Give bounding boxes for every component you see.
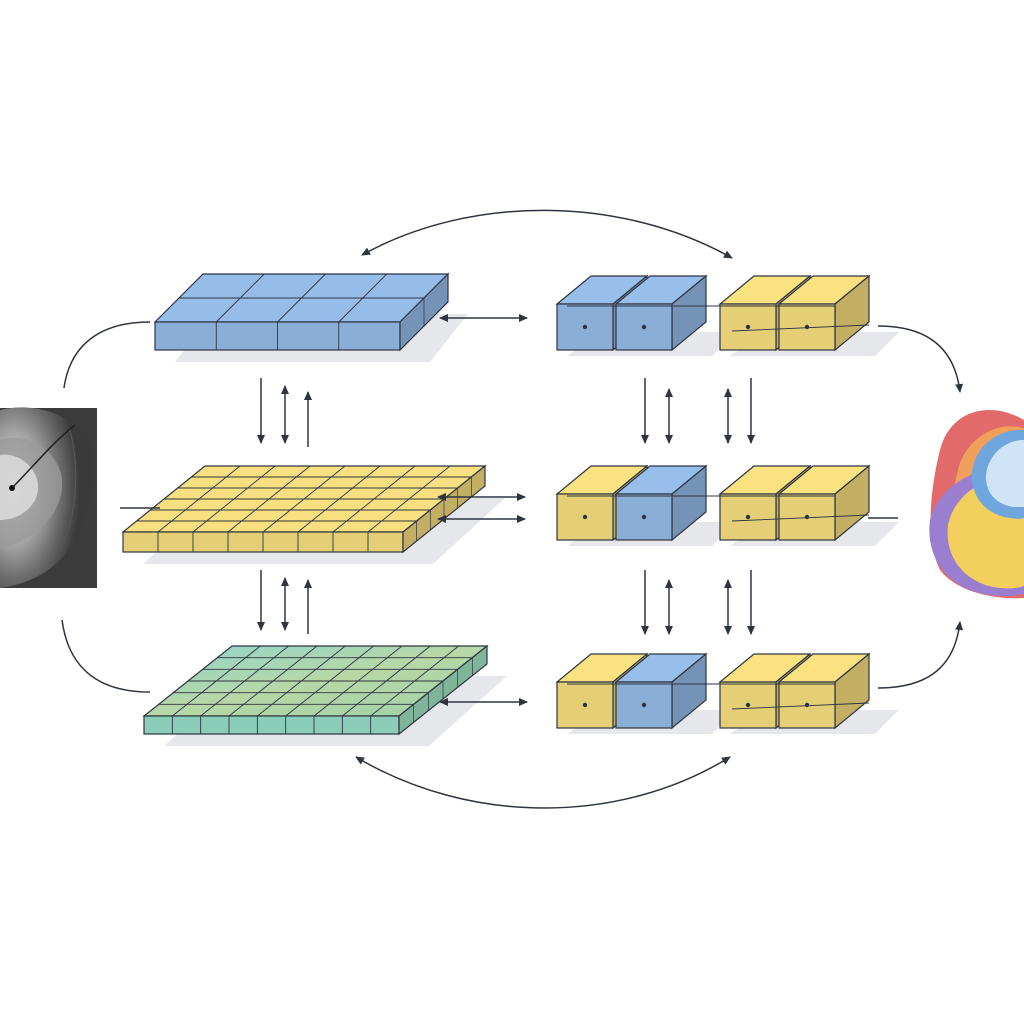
feature-block-groups [555,274,899,734]
block-link-line [731,514,870,522]
block-link-line [731,702,870,710]
input-to-bottom-curve [61,619,151,693]
block-marker-dot [641,702,647,708]
block-link-line [731,324,870,332]
input-to-top-curve [63,321,151,389]
block-marker-dot [582,514,588,520]
bottom-arc-arrow [355,756,731,809]
grayscale-scan-icon [0,407,97,588]
top-arc-arrow [361,209,733,259]
grid-middle [121,464,505,564]
block-marker-dot [745,324,751,330]
color-segmentation-icon [929,410,1024,599]
feature-grids [121,272,507,746]
block-marker-dot [804,514,810,520]
block-marker-dot [804,324,810,330]
block-marker-dot [804,702,810,708]
bottom-to-output-curve [877,621,964,689]
top-to-output-curve [877,325,964,393]
blocks-middle [555,464,899,546]
blocks-top [555,274,899,356]
feature-block [614,274,708,352]
block-marker-dot [745,702,751,708]
feature-block [777,274,871,352]
grid-front-face [143,715,400,735]
block-marker-dot [582,702,588,708]
block-front-face [556,493,614,541]
block-marker-dot [745,514,751,520]
feature-block [614,464,708,542]
block-marker-dot [582,324,588,330]
block-marker-dot [641,514,647,520]
blocks-bottom [555,652,899,734]
connectors [61,209,964,809]
grid-top [153,272,468,362]
block-marker-dot [641,324,647,330]
feature-block [777,464,871,542]
grid-bottom [142,644,507,746]
feature-block [614,652,708,730]
